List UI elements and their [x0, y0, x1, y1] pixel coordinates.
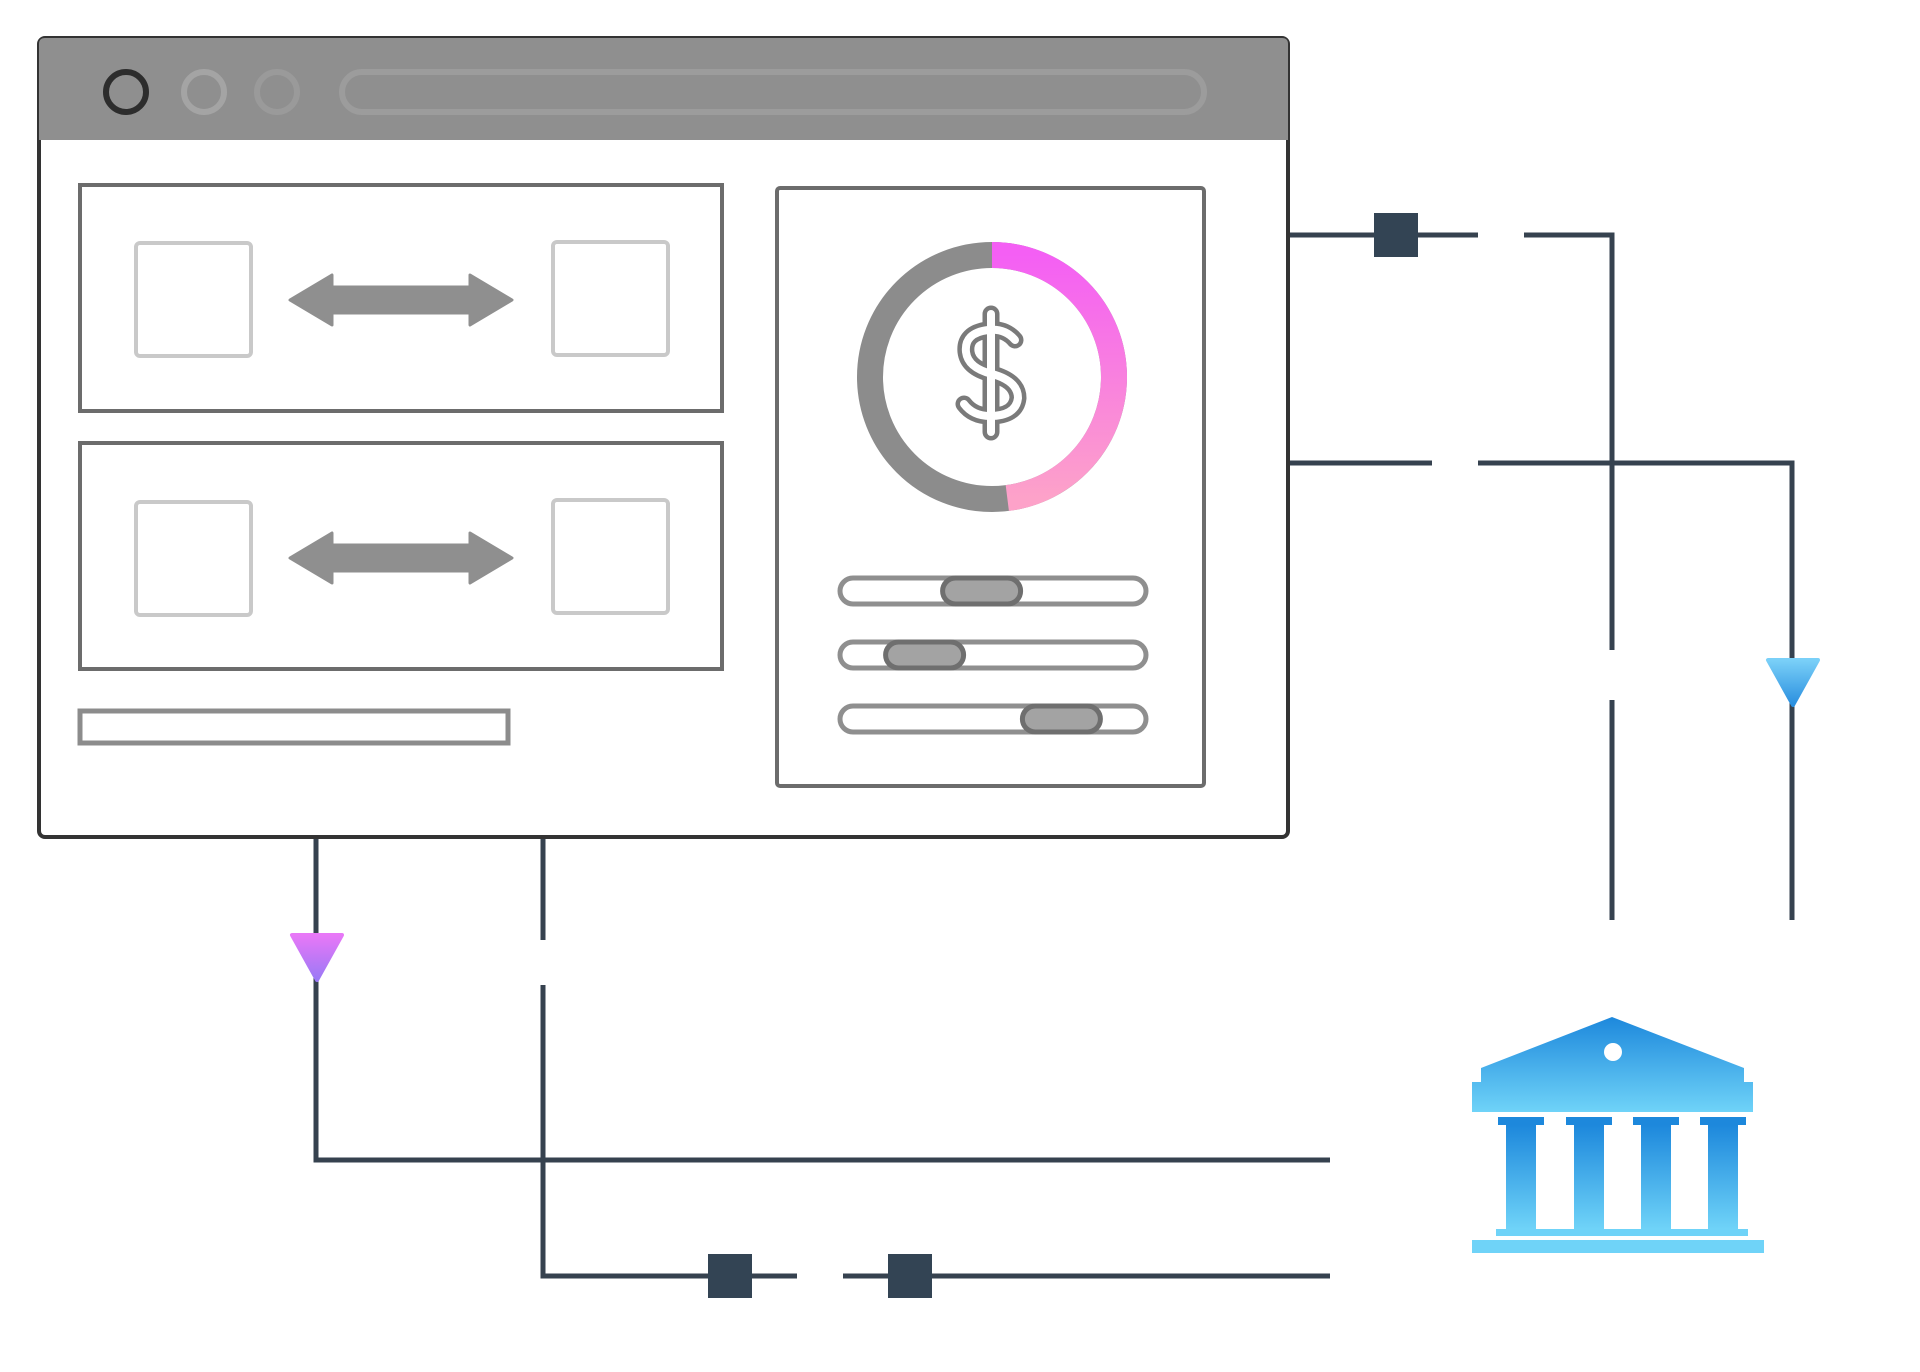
text-placeholder-bar — [77, 708, 511, 746]
connector-node — [888, 1254, 932, 1298]
slider-handle[interactable] — [883, 639, 967, 671]
connector-gap — [536, 940, 550, 985]
bank-column — [1641, 1125, 1671, 1229]
card-frame — [775, 186, 1206, 788]
bank-column — [1566, 1117, 1612, 1125]
bank-roof-dot — [1604, 1043, 1622, 1061]
connector-mid-right-drop — [1478, 460, 1795, 920]
transfer-panel — [78, 441, 724, 671]
finance-card — [775, 186, 1206, 788]
maximize-control[interactable] — [254, 69, 300, 115]
bank-base — [1472, 1240, 1764, 1253]
flow-arrow-down-purple-icon — [290, 933, 344, 982]
bidirectional-arrow-icon — [288, 531, 514, 585]
bank-column — [1498, 1117, 1544, 1125]
connector-node — [708, 1254, 752, 1298]
donut-ring — [857, 242, 1127, 512]
panel-frame — [78, 183, 724, 413]
close-control[interactable] — [103, 69, 149, 115]
browser-window — [37, 36, 1290, 839]
slider-handle[interactable] — [940, 575, 1024, 607]
bank-column — [1633, 1117, 1679, 1125]
bank-base — [1496, 1229, 1748, 1236]
bank-column — [1574, 1125, 1604, 1229]
minimize-control[interactable] — [181, 69, 227, 115]
flow-arrow-down-blue-icon — [1766, 658, 1820, 707]
account-box-right — [551, 240, 670, 357]
address-bar[interactable] — [339, 69, 1207, 115]
transfer-panel — [78, 183, 724, 413]
connector-node — [1374, 213, 1418, 257]
bank-column — [1708, 1125, 1738, 1229]
bidirectional-arrow-icon — [288, 273, 514, 327]
connector-bottom-mid-b — [540, 985, 797, 1279]
account-box-left — [134, 500, 253, 617]
bank-column — [1506, 1125, 1536, 1229]
dollar-icon — [955, 305, 1027, 441]
connector-bottom-left — [313, 837, 1330, 1163]
panel-frame — [78, 441, 724, 671]
slider-handle[interactable] — [1019, 703, 1103, 735]
bank-icon — [1472, 1017, 1764, 1253]
account-box-right — [551, 498, 670, 615]
slider-track[interactable] — [837, 639, 1149, 671]
account-box-left — [134, 241, 253, 358]
donut-highlight — [991, 242, 1127, 511]
slider-track[interactable] — [837, 703, 1149, 735]
bank-column — [1700, 1117, 1746, 1125]
slider-group — [837, 575, 1149, 735]
bank-roof — [1472, 1017, 1753, 1112]
connector-top-right-return — [1524, 232, 1615, 650]
